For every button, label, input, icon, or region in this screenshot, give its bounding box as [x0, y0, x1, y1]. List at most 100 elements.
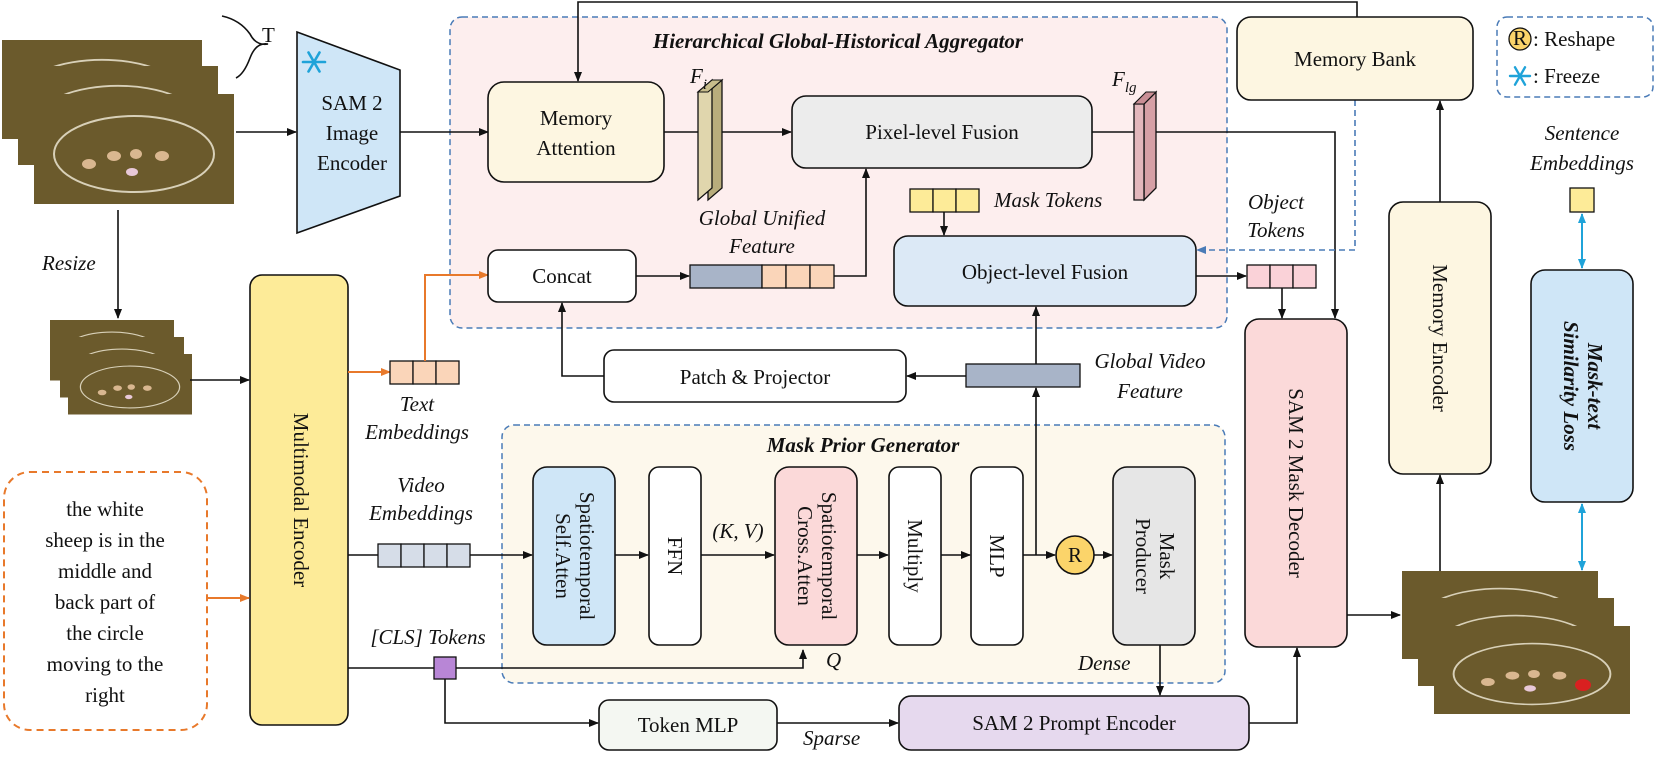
- pixel-level-fusion: Pixel-level Fusion: [791, 95, 1093, 169]
- q-label: Q: [826, 648, 841, 672]
- predicted-mask: [1575, 679, 1591, 691]
- object-level-fusion: Object-level Fusion: [893, 235, 1197, 307]
- dense-label: Dense: [1077, 651, 1130, 675]
- global-unified-line-2: Feature: [728, 234, 795, 258]
- output-frames: [1401, 570, 1631, 715]
- reshape-legend-icon: [1508, 27, 1532, 51]
- ffn: FFN: [648, 466, 702, 646]
- loss-line-2: Similarity Loss: [1559, 321, 1583, 451]
- patch-projector: Patch & Projector: [603, 349, 907, 403]
- global-video-feature-token: [965, 363, 1081, 388]
- image-encoder-line-2: Image: [326, 121, 378, 145]
- object-tokens-line-1: Object: [1248, 190, 1305, 214]
- st-self-atten-line-2: Self.Atten: [551, 513, 575, 599]
- memory-attention-line-1: Memory: [540, 106, 613, 130]
- video-embeddings-line-1: Video: [397, 473, 444, 497]
- text-query-box: the white sheep is in the middle and bac…: [3, 471, 208, 731]
- video-embeddings-line-2: Embeddings: [368, 501, 473, 525]
- reshape-symbol: R: [1068, 543, 1082, 567]
- mask-producer-line-1: Mask: [1155, 533, 1179, 580]
- global-unified-feature-token: [689, 264, 835, 289]
- cls-tokens-label: [CLS] Tokens: [370, 625, 485, 649]
- text-embedding-tokens: [389, 360, 460, 385]
- text-embeddings-line-1: Text: [400, 392, 435, 416]
- mask-producer: Mask Producer: [1112, 466, 1196, 646]
- input-frames: [1, 39, 235, 205]
- snowflake-icon: [1508, 66, 1532, 86]
- fi-label: Fi: [689, 64, 707, 93]
- sam2-image-encoder: SAM 2 Image Encoder: [296, 30, 401, 235]
- legend: R : Reshape : Freeze: [1496, 16, 1654, 98]
- query-line-2: sheep is in the: [45, 528, 165, 552]
- global-video-line-2: Feature: [1116, 379, 1183, 403]
- video-embedding-tokens: [377, 543, 471, 568]
- token-mlp: Token MLP: [598, 699, 778, 751]
- mpg-title: Mask Prior Generator: [766, 433, 960, 457]
- multiply: Multiply: [888, 466, 942, 646]
- query-line-6: moving to the: [47, 652, 164, 676]
- image-encoder-line-1: SAM 2: [321, 91, 382, 115]
- legend-freeze: : Freeze: [1533, 64, 1600, 88]
- st-cross-atten: Spatiotemporal Cross.Atten: [774, 466, 858, 646]
- mask-producer-line-2: Producer: [1131, 518, 1155, 594]
- resized-frames: [49, 319, 193, 416]
- token-mlp-label: Token MLP: [638, 713, 739, 737]
- multimodal-encoder: Multimodal Encoder: [249, 274, 349, 726]
- cls-token: [433, 656, 457, 680]
- concat-label: Concat: [532, 264, 592, 288]
- mask-decoder-label: SAM 2 Mask Decoder: [1284, 388, 1308, 578]
- feature-map-flg: [1132, 90, 1158, 202]
- prompt-encoder-label: SAM 2 Prompt Encoder: [972, 711, 1176, 735]
- query-line-7: right: [85, 683, 125, 707]
- sam2-prompt-encoder: SAM 2 Prompt Encoder: [898, 695, 1250, 751]
- flg-label: Flg: [1111, 67, 1137, 96]
- text-embeddings-line-2: Embeddings: [364, 420, 469, 444]
- multimodal-encoder-label: Multimodal Encoder: [289, 413, 313, 587]
- mask-tokens-label: Mask Tokens: [993, 188, 1102, 212]
- sentence-embeddings-line-1: Sentence: [1545, 121, 1620, 145]
- st-cross-atten-line-1: Spatiotemporal: [817, 492, 841, 620]
- sentence-embeddings-line-2: Embeddings: [1529, 151, 1634, 175]
- memory-bank: Memory Bank: [1236, 16, 1474, 101]
- st-self-atten-line-1: Spatiotemporal: [575, 492, 599, 620]
- query-line-1: the white: [66, 497, 144, 521]
- memory-attention-line-2: Attention: [536, 136, 616, 160]
- global-unified-line-1: Global Unified: [699, 206, 826, 230]
- query-line-4: back part of: [55, 590, 155, 614]
- frames-label: T: [262, 23, 275, 47]
- resize-label: Resize: [41, 251, 96, 275]
- pixel-fusion-label: Pixel-level Fusion: [865, 120, 1019, 144]
- reshape-node: R: [1055, 535, 1095, 575]
- object-fusion-label: Object-level Fusion: [962, 260, 1129, 284]
- kv-label: (K, V): [712, 519, 763, 543]
- st-cross-atten-line-2: Cross.Atten: [793, 506, 817, 606]
- object-tokens-line-2: Tokens: [1247, 218, 1305, 242]
- mlp: MLP: [970, 466, 1024, 646]
- global-video-line-1: Global Video: [1094, 349, 1205, 373]
- sentence-embedding-token: [1569, 187, 1595, 213]
- mlp-label: MLP: [985, 534, 1009, 577]
- hgha-title: Hierarchical Global-Historical Aggregato…: [652, 29, 1024, 53]
- legend-reshape: : Reshape: [1533, 27, 1615, 51]
- sparse-label: Sparse: [803, 726, 860, 750]
- freeze-icon: [301, 51, 327, 73]
- multiply-label: Multiply: [903, 519, 927, 593]
- feature-map-fi: [696, 78, 724, 202]
- sam2-mask-decoder: SAM 2 Mask Decoder: [1244, 318, 1348, 648]
- ffn-label: FFN: [663, 537, 687, 576]
- st-self-atten: Spatiotemporal Self.Atten: [532, 466, 616, 646]
- reshape-legend-symbol: R: [1513, 26, 1527, 50]
- object-output-tokens: [1246, 264, 1317, 289]
- memory-encoder-label: Memory Encoder: [1428, 264, 1452, 412]
- memory-encoder: Memory Encoder: [1388, 201, 1492, 475]
- patch-projector-label: Patch & Projector: [680, 365, 830, 389]
- query-line-3: middle and: [58, 559, 152, 583]
- loss-line-1: Mask-text: [1583, 342, 1607, 430]
- mask-tokens: [909, 188, 980, 213]
- concat: Concat: [487, 249, 637, 303]
- memory-attention: Memory Attention: [487, 81, 665, 183]
- mask-text-loss: Mask-text Similarity Loss: [1530, 269, 1634, 503]
- query-line-5: the circle: [66, 621, 144, 645]
- frames-brace: [221, 15, 269, 79]
